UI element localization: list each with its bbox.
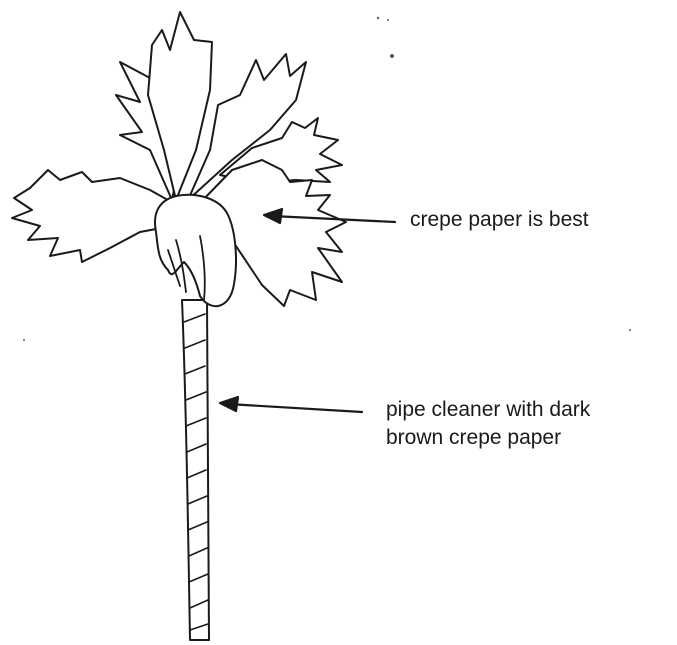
crown-bulb — [155, 195, 236, 306]
trunk — [182, 300, 209, 640]
label-pipe-cleaner-line1: pipe cleaner with dark — [386, 396, 590, 423]
label-pipe-cleaner-line2: brown crepe paper — [386, 424, 561, 451]
arrow-pipe — [220, 397, 362, 412]
label-crepe-paper: crepe paper is best — [410, 206, 589, 233]
